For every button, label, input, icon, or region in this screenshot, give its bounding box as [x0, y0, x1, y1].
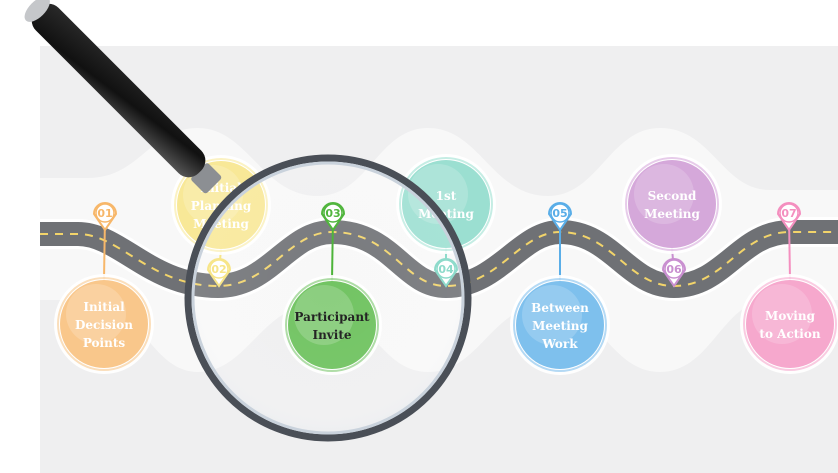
location-pin-icon: 07: [776, 202, 802, 232]
step-circle: [628, 160, 716, 248]
magnifier-handle: [24, 0, 222, 194]
step-circle-ring: [513, 278, 607, 372]
step-number: 06: [666, 263, 682, 276]
step-circle: [746, 280, 834, 368]
step-label: 1st: [436, 189, 457, 203]
magnifier-lens-rim: [191, 161, 465, 435]
step-number: 01: [97, 207, 112, 220]
step-circle-highlight: [66, 284, 126, 344]
step-circle-ring: [57, 277, 151, 371]
step-label: Between: [531, 301, 589, 315]
magnifier-lens: [184, 154, 472, 442]
step-circle-highlight: [634, 164, 694, 224]
step-label: Meeting: [532, 319, 588, 333]
location-pin-icon: 01: [92, 202, 118, 232]
step-circle-ring: [743, 277, 837, 371]
step-label: to Action: [759, 327, 820, 341]
step-circle-ring: [625, 157, 719, 251]
step-label: Initial: [83, 300, 125, 314]
step-label: Points: [83, 336, 126, 350]
location-pin-icon: 06: [661, 258, 687, 288]
step-circle-highlight: [752, 284, 812, 344]
step-circle: [516, 281, 604, 369]
location-pin-icon: 05: [547, 202, 573, 232]
step-label: Moving: [765, 309, 816, 323]
step-number: 05: [552, 207, 567, 220]
step-label: Meeting: [644, 207, 700, 221]
step-label: Work: [541, 337, 578, 351]
step-label: Second: [648, 189, 697, 203]
step-circle: [60, 280, 148, 368]
magnifier-icon: [24, 0, 472, 442]
step-circle-highlight: [522, 285, 582, 345]
step-label: Decision: [75, 318, 133, 332]
step-number: 07: [781, 207, 796, 220]
step-07: Moving to Action 07: [740, 202, 838, 374]
